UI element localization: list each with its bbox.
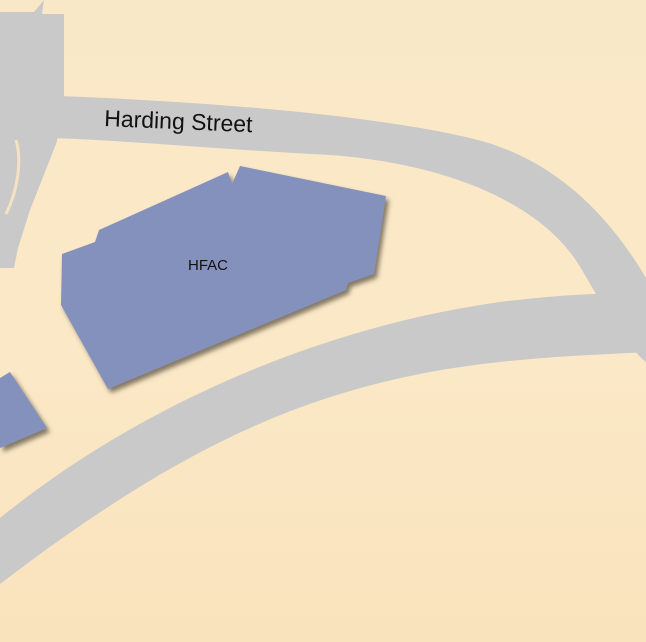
street-label-harding: Harding Street: [104, 105, 254, 137]
buildings: [0, 166, 386, 448]
roads: [0, 0, 646, 584]
building-hfac[interactable]: [61, 166, 386, 389]
building-label-hfac: HFAC: [188, 257, 228, 274]
road-north-connector: [0, 0, 64, 268]
building-west[interactable]: [0, 372, 47, 448]
road-harding-street: [50, 96, 646, 362]
road-edge-line: [4, 139, 21, 215]
road-south-curve: [0, 292, 646, 584]
